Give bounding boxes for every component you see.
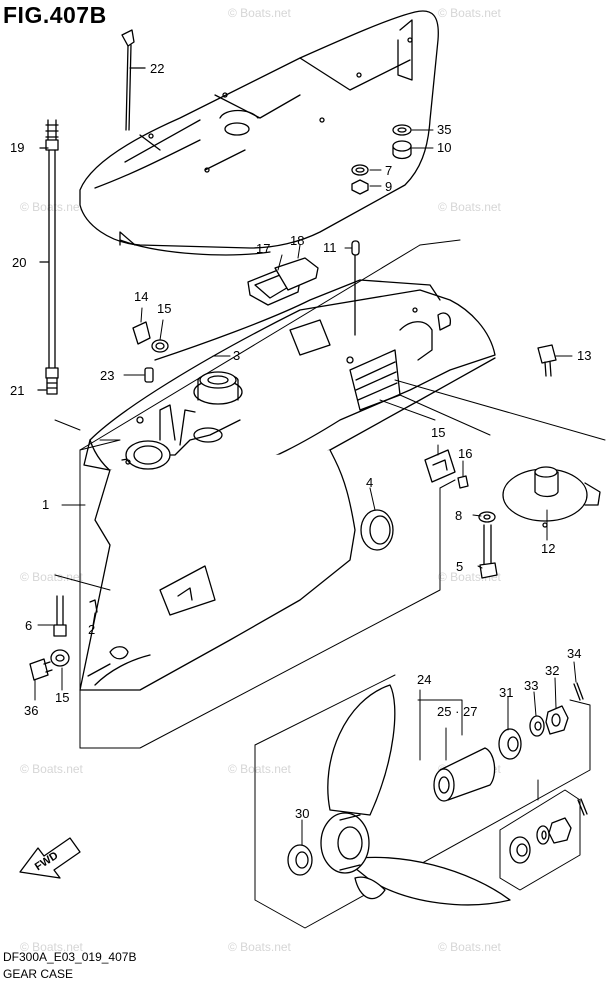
propeller — [320, 684, 511, 906]
part-18-19-plates — [247, 257, 319, 306]
watermark: © Boats.net — [20, 940, 83, 954]
callout-2: 2 — [88, 622, 95, 637]
watermark: © Boats.net — [438, 6, 501, 20]
part-3-bushing — [199, 371, 237, 389]
gear-case-housing — [79, 279, 496, 691]
callout-19: 18 — [290, 233, 304, 248]
callout-33: 34 — [567, 646, 581, 661]
part-35-10-7-9-hardware — [351, 124, 412, 195]
callout-23: 22 — [150, 61, 164, 76]
upper-cover — [79, 10, 439, 256]
figure-code: DF300A_E03_019_407B — [3, 950, 137, 964]
part-30-31-32-33-hardware — [498, 682, 584, 760]
callout-1: 1 — [42, 497, 49, 512]
callout-11: 11 — [323, 240, 337, 255]
part-24-pin — [144, 367, 154, 383]
callout-17: 16 — [458, 446, 472, 461]
callout-34: 36 — [24, 703, 38, 718]
part-14-15-plug — [132, 321, 169, 353]
callout-18: 17 — [256, 241, 270, 256]
part-29-washer — [287, 844, 313, 876]
callout-3: 3 — [233, 348, 240, 363]
part-36-kit — [509, 798, 588, 864]
fwd-arrow-icon — [19, 837, 81, 879]
part-23-tie — [121, 29, 146, 131]
callout-32: 33 — [524, 678, 538, 693]
part-5-8-bolt — [478, 511, 498, 579]
watermark: © Boats.net — [20, 570, 83, 584]
callout-35: 35 — [437, 122, 451, 137]
callout-30: 31 — [499, 685, 513, 700]
part-13-bolt — [537, 344, 557, 377]
callout-9: 9 — [385, 179, 392, 194]
callout-15-lower: 15 — [55, 690, 69, 705]
callout-24: 23 — [100, 368, 114, 383]
callout-4: 4 — [366, 475, 373, 490]
callout-8: 8 — [455, 508, 462, 523]
callout-6: 6 — [25, 618, 32, 633]
part-34-15-plug — [29, 649, 70, 681]
watermark: © Boats.net — [228, 940, 291, 954]
callout-12: 12 — [541, 541, 555, 556]
callout-7: 7 — [385, 163, 392, 178]
callout-13: 13 — [577, 348, 591, 363]
part-6-bolt — [53, 595, 98, 637]
callout-21: 20 — [12, 255, 26, 270]
figure-name: GEAR CASE — [3, 967, 74, 981]
watermark: © Boats.net — [228, 762, 291, 776]
callout-5: 5 — [456, 559, 463, 574]
callout-20: 19 — [10, 140, 24, 155]
watermark: © Boats.net — [20, 200, 83, 214]
leader-lines — [34, 129, 577, 846]
assembly-boxes — [54, 239, 606, 929]
part-26-28-bushing — [433, 747, 496, 802]
figure-title: FIG.407B — [3, 2, 107, 28]
callout-29: 30 — [295, 806, 309, 821]
callout-14: 14 — [134, 289, 148, 304]
part-16-17-block — [424, 449, 469, 489]
watermark: © Boats.net — [20, 762, 83, 776]
callout-10: 10 — [437, 140, 451, 155]
callout-22: 21 — [10, 383, 24, 398]
watermark: © Boats.net — [228, 6, 291, 20]
watermark: © Boats.net — [438, 940, 501, 954]
callout-16: 15 — [431, 425, 445, 440]
part-12-anode — [502, 466, 601, 528]
part-4-seal — [360, 509, 394, 551]
callout-25-27: 24 — [417, 672, 431, 687]
callout-31: 32 — [545, 663, 559, 678]
callout-26-28: 25 · 27 — [437, 704, 477, 719]
callout-15: 15 — [157, 301, 171, 316]
part-20-21-22-shaft — [37, 119, 59, 395]
watermark: © Boats.net — [438, 200, 501, 214]
